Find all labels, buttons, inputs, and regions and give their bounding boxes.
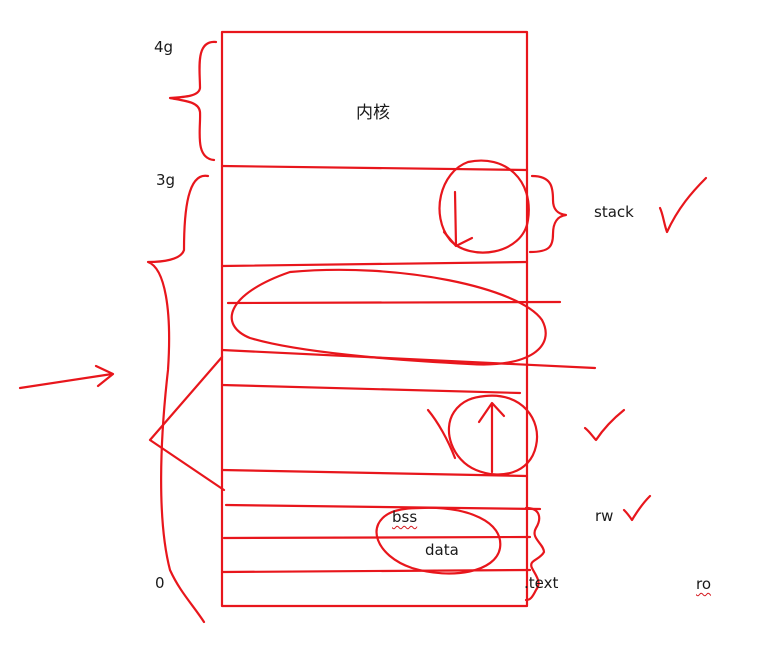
stack-circle [438,159,530,254]
brace-user [146,174,210,624]
address-0-label: 0 [155,574,165,592]
brace-data-text [524,506,546,602]
divider-mmap-3 [220,383,522,395]
divider-stack-bottom [220,260,529,268]
heap-swoosh [426,408,457,460]
bss-label: bss [392,508,418,526]
kernel-label: 内核 [356,103,390,123]
bss-data-oval [375,506,502,575]
rw-checkmark [622,494,652,522]
stack-down-arrow [442,190,474,248]
divider-bss-top [224,503,542,511]
rw-label: rw [595,507,614,525]
divider-heap-top [220,468,529,478]
stack-label: stack [594,203,634,221]
brace-stack [528,174,568,254]
bracket-lines [148,355,226,492]
data-label: data [425,541,459,559]
brace-kernel [168,40,218,162]
heap-circle [447,394,539,476]
stack-checkmark [658,176,708,234]
divider-mmap-1 [226,300,562,305]
heap-up-arrow [477,401,506,474]
ro-label: ro [696,575,712,593]
mmap-oval [230,268,547,366]
divider-text-top [220,568,532,574]
text-label: .text [524,574,559,592]
arrow-right [18,372,114,390]
heap-checkmark [583,408,626,442]
divider-mmap-2 [220,348,597,370]
arrow-right-head [94,364,115,388]
address-4g-label: 4g [154,38,174,56]
address-3g-label: 3g [156,171,176,189]
memory-column [220,30,529,608]
divider-kernel-stack [220,164,529,172]
